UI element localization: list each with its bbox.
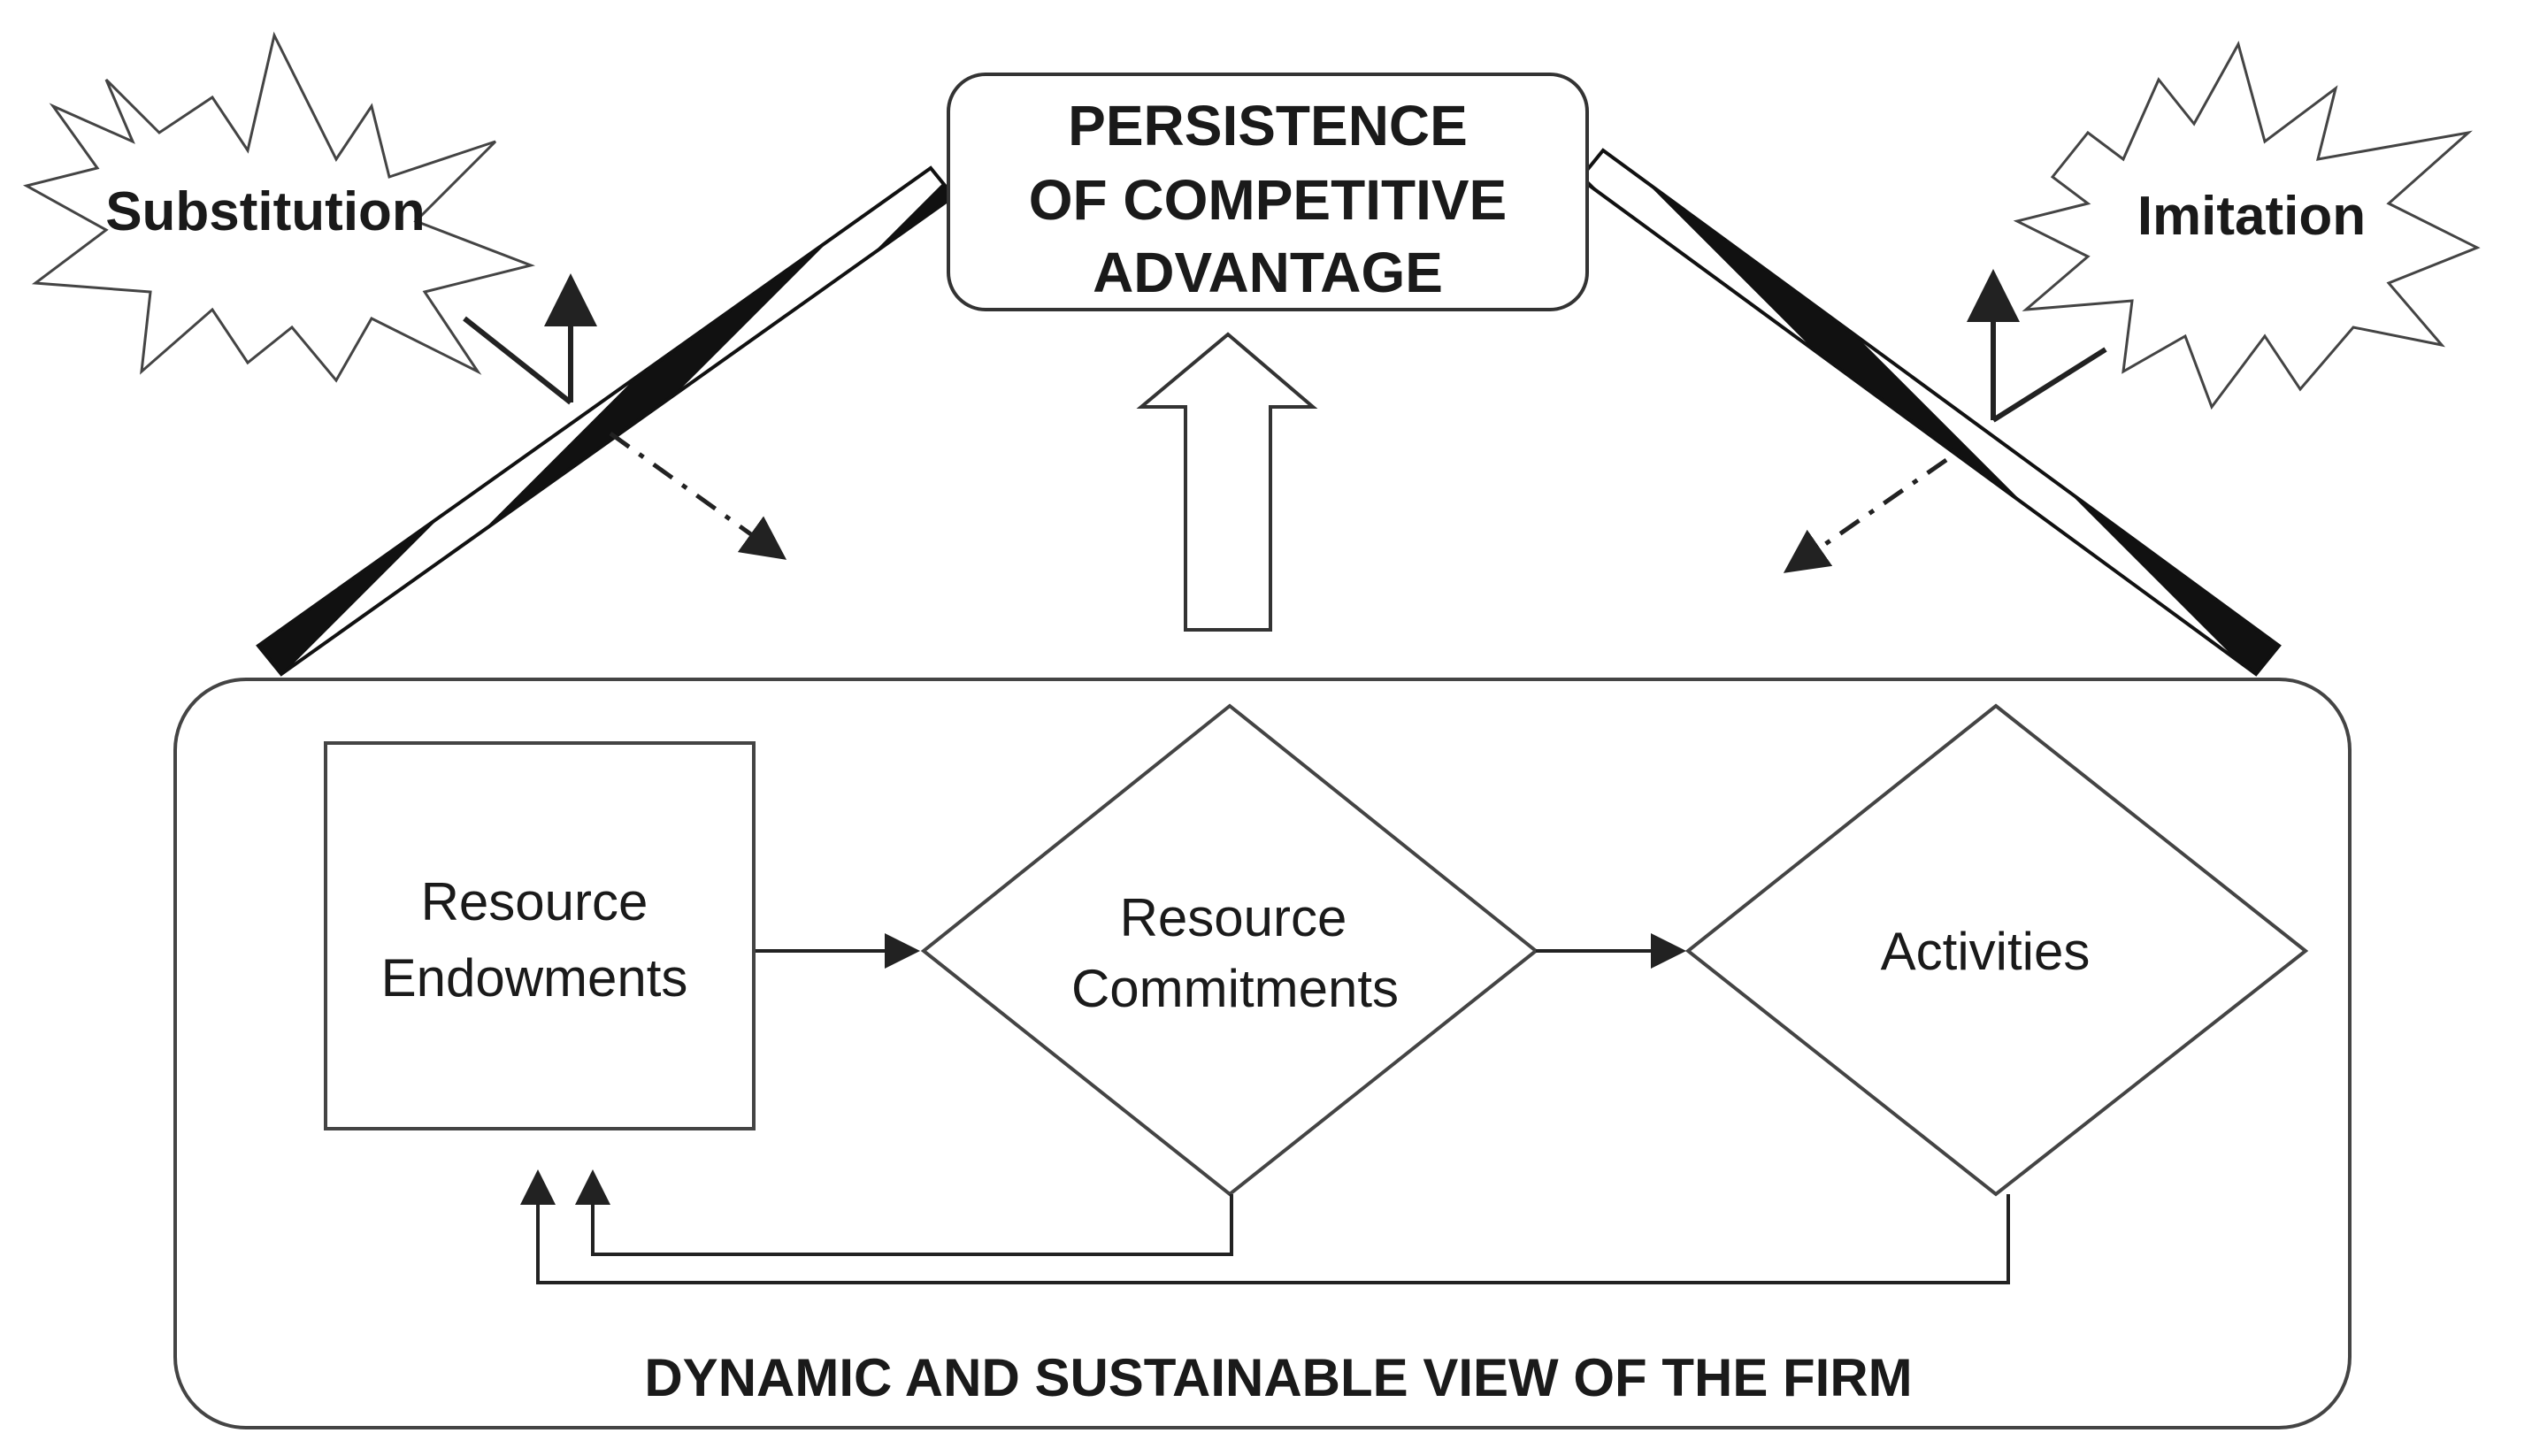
commitments-feedback-arrow <box>575 1169 1233 1256</box>
right-force-arrows <box>1783 269 2107 573</box>
persistence-line-3: ADVANTAGE <box>1093 241 1443 304</box>
commitments-line-1: Resource <box>1120 888 1347 947</box>
activities-feedback-arrow <box>520 1169 2010 1284</box>
hollow-up-arrow-icon <box>1136 332 1318 632</box>
flow-arrows <box>520 933 2010 1284</box>
resource-endowments-box: Resource Endowments <box>324 741 756 1130</box>
substitution-label: Substitution <box>105 181 426 242</box>
left-force-arrows <box>463 273 787 560</box>
activities-label: Activities <box>1881 922 2091 981</box>
left-striped-beam <box>256 165 956 677</box>
persistence-box: PERSISTENCE OF COMPETITIVE ADVANTAGE <box>947 73 1589 311</box>
resource-commitments-diamond: Resource Commitments <box>920 703 1539 1197</box>
endowments-line-1: Resource <box>421 872 648 931</box>
starburst-icon <box>22 31 535 383</box>
imitation-label: Imitation <box>2137 186 2366 247</box>
persistence-line-2: OF COMPETITIVE <box>1029 168 1507 232</box>
activities-diamond: Activities <box>1684 703 2309 1197</box>
endowments-line-2: Endowments <box>381 948 688 1008</box>
right-starburst: Imitation <box>2013 41 2481 410</box>
persistence-line-1: PERSISTENCE <box>1068 94 1468 157</box>
starburst-icon <box>2013 41 2481 410</box>
commitments-line-2: Commitments <box>1071 959 1399 1018</box>
firm-container: DYNAMIC AND SUSTAINABLE VIEW OF THE FIRM <box>173 678 2352 1429</box>
firm-title: DYNAMIC AND SUSTAINABLE VIEW OF THE FIRM <box>644 1348 1912 1407</box>
left-starburst: Substitution <box>22 31 535 383</box>
